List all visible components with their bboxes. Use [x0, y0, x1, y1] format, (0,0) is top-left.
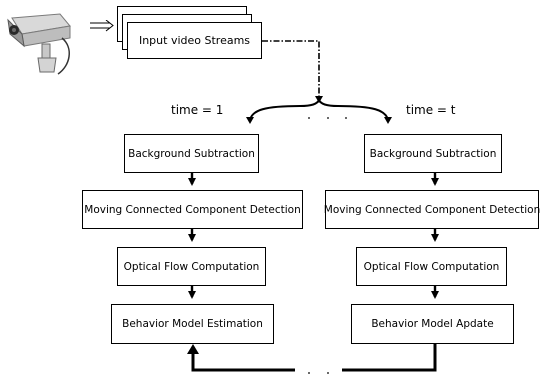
time-label-t: time = t — [406, 103, 456, 117]
security-camera-icon — [7, 13, 71, 75]
input-to-brace-connector — [262, 40, 320, 98]
input-video-streams-box: Input video Streams — [127, 22, 262, 59]
right-moving-component-detection-box: Moving Connected Component Detection — [323, 190, 541, 229]
left-step-2-label: Moving Connected Component Detection — [84, 203, 301, 216]
ellipsis-dot — [345, 117, 347, 119]
fork-brace — [249, 97, 389, 121]
right-step-1-label: Background Subtraction — [369, 147, 497, 160]
feedback-loop-arrowhead — [187, 344, 199, 354]
ellipsis-dot — [327, 117, 329, 119]
right-optical-flow-box: Optical Flow Computation — [356, 247, 507, 286]
feedback-loop-left — [191, 352, 295, 372]
left-moving-component-detection-box: Moving Connected Component Detection — [82, 190, 303, 229]
ellipsis-dot — [308, 372, 310, 374]
right-background-subtraction-box: Background Subtraction — [364, 134, 502, 173]
input-video-streams-label: Input video Streams — [138, 34, 251, 47]
ellipsis-dot — [308, 117, 310, 119]
double-arrow-icon — [90, 20, 114, 32]
left-step-4-label: Behavior Model Estimation — [122, 318, 263, 330]
left-step-1-label: Background Subtraction — [128, 147, 255, 160]
ellipsis-dot — [327, 372, 329, 374]
left-behavior-model-estimation-box: Behavior Model Estimation — [111, 304, 274, 344]
right-step-3-label: Optical Flow Computation — [363, 260, 500, 273]
brace-left-arrowhead — [246, 117, 254, 124]
brace-right-arrowhead — [384, 117, 392, 124]
feedback-loop-right — [342, 344, 437, 372]
right-step-4-label: Behavior Model Apdate — [371, 318, 494, 330]
right-behavior-model-update-box: Behavior Model Apdate — [351, 304, 514, 344]
time-label-1: time = 1 — [171, 103, 224, 117]
right-step-2-label: Moving Connected Component Detection — [323, 203, 541, 216]
left-background-subtraction-box: Background Subtraction — [124, 134, 259, 173]
left-optical-flow-box: Optical Flow Computation — [117, 247, 266, 286]
left-step-3-label: Optical Flow Computation — [123, 260, 260, 273]
